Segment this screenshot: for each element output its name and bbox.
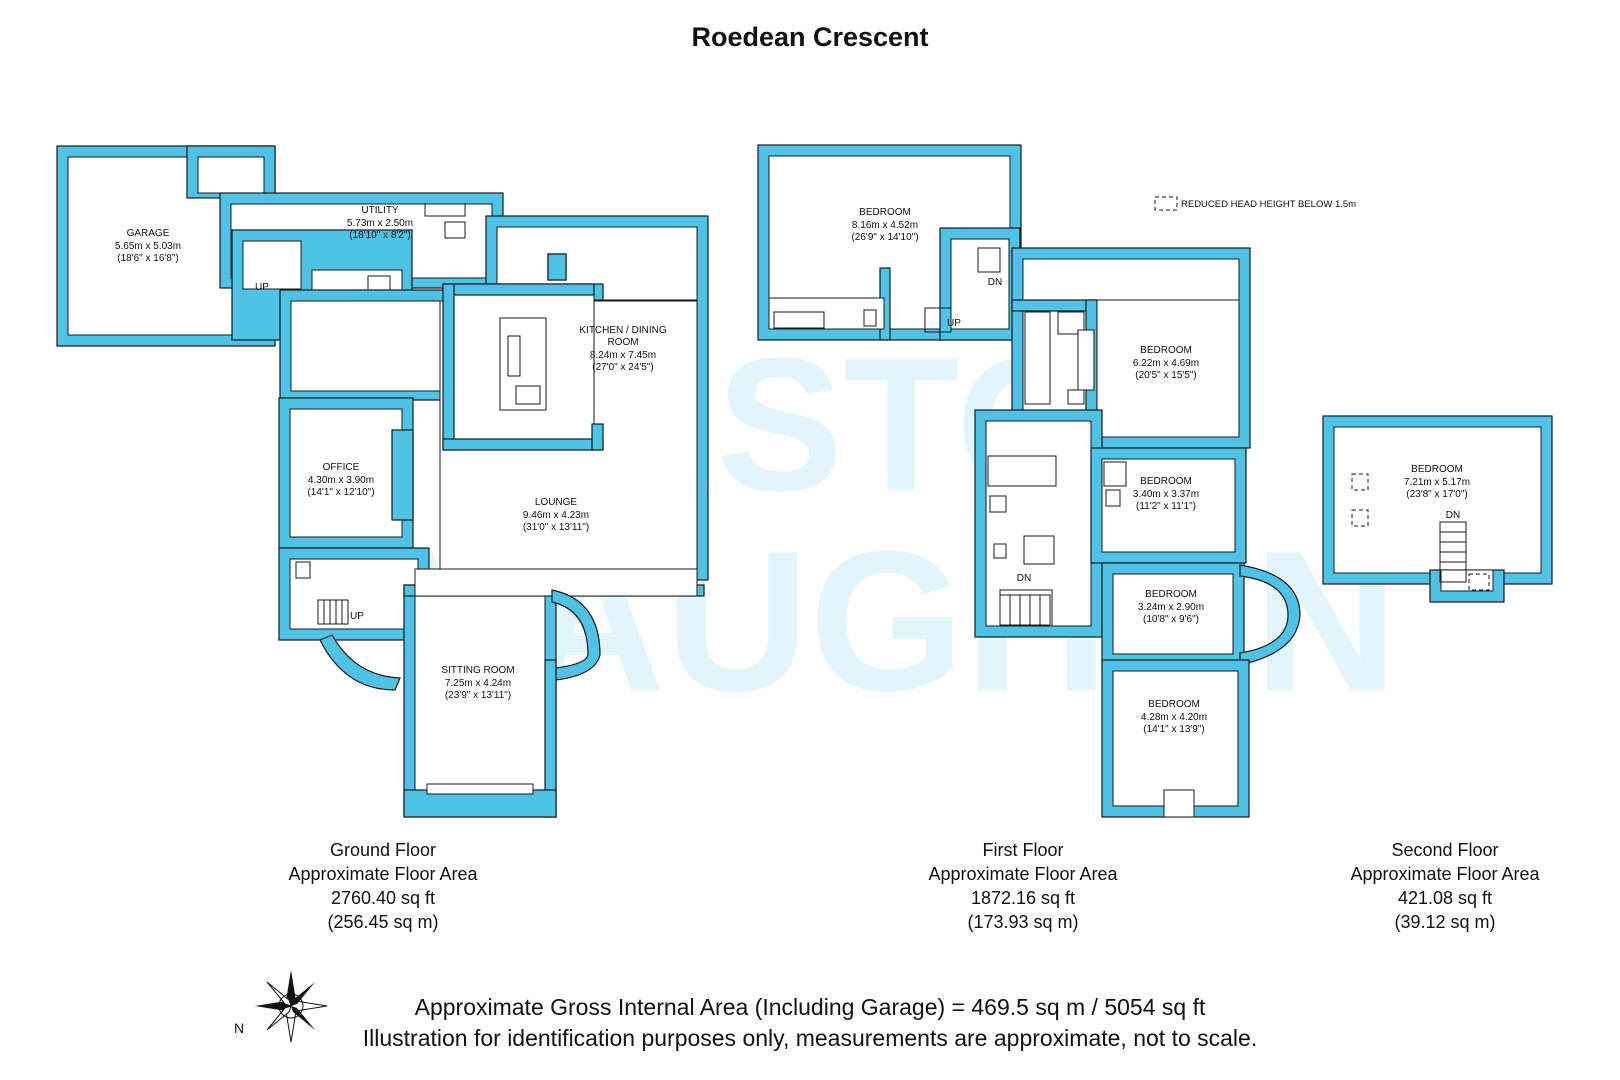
office-room — [289, 408, 403, 538]
ff-bed5-name: BEDROOM — [1148, 699, 1200, 710]
ff-bedroom4-room — [1112, 573, 1234, 655]
stair-up-label: UP — [255, 282, 269, 293]
sitting-imperial: (23'9" x 13'11") — [445, 690, 511, 701]
kitchen-name: KITCHEN / DINING — [579, 325, 666, 336]
ff-bed5-metric: 4.28m x 4.20m — [1141, 712, 1207, 723]
floor-area-sqft: 1872.16 sq ft — [970, 888, 1076, 908]
legend: REDUCED HEAD HEIGHT BELOW 1.5m — [1154, 196, 1356, 211]
utility-metric: 5.73m x 2.50m — [347, 218, 413, 229]
kitchen-imperial: (27'0" x 24'5") — [592, 362, 654, 373]
garage-name: GARAGE — [127, 228, 170, 239]
floor-area-sqm: (256.45 sq m) — [327, 912, 439, 932]
ground-floor-plan — [56, 145, 709, 818]
floor-area-sqm: (39.12 sq m) — [1394, 912, 1496, 932]
sf-bed-imperial: (23'8" x 17'0") — [1406, 489, 1468, 500]
second-floor-summary: Second Floor Approximate Floor Area 421.… — [1330, 838, 1560, 934]
room-labels: GARAGE 5.65m x 5.03m (18'6" x 16'8") UTI… — [115, 205, 1470, 735]
floor-area-sqft: 2760.40 sq ft — [330, 888, 436, 908]
stair-dn-label: DN — [988, 277, 1002, 288]
office-imperial: (14'1" x 12'10") — [307, 487, 374, 498]
ff-bed1-name: BEDROOM — [859, 207, 911, 218]
sitting-metric: 7.25m x 4.24m — [445, 678, 511, 689]
compass-north-label: N — [234, 1020, 245, 1036]
sitting-room — [414, 595, 546, 807]
sf-bed-metric: 7.21m x 5.17m — [1404, 477, 1470, 488]
stair-dn-label: DN — [1446, 510, 1460, 521]
ff-bed4-metric: 3.24m x 2.90m — [1138, 602, 1204, 613]
office-metric: 4.30m x 3.90m — [308, 475, 374, 486]
utility-imperial: (18'10" x 8'2") — [349, 230, 411, 241]
floor-name: First Floor — [982, 840, 1064, 860]
legend-text: REDUCED HEAD HEIGHT BELOW 1.5m — [1181, 199, 1356, 210]
floor-area-sqft: 421.08 sq ft — [1397, 888, 1493, 908]
reduced-height-swatch — [1154, 196, 1178, 211]
lounge-metric: 9.46m x 4.23m — [523, 510, 589, 521]
lounge-imperial: (31'0" x 13'11") — [523, 522, 589, 533]
stair-up-label: UP — [350, 611, 364, 622]
ff-bed3-metric: 3.40m x 3.37m — [1133, 489, 1199, 500]
disclaimer-text: Illustration for identification purposes… — [362, 1025, 1258, 1051]
compass-rose-icon — [255, 970, 328, 1043]
ff-bed2-name: BEDROOM — [1140, 345, 1192, 356]
office-name: OFFICE — [323, 462, 360, 473]
garage-metric: 5.65m x 5.03m — [115, 241, 181, 252]
floor-area-label: Approximate Floor Area — [1350, 864, 1540, 884]
kitchen-metric: 8.24m x 7.45m — [590, 350, 656, 361]
kitchen-name2: ROOM — [607, 337, 638, 348]
garage-imperial: (18'6" x 16'8") — [117, 253, 179, 264]
ff-bed3-imperial: (11'2" x 11'1") — [1136, 501, 1196, 512]
floor-area-label: Approximate Floor Area — [928, 864, 1118, 884]
ff-bed2-imperial: (20'5" x 15'5") — [1135, 370, 1197, 381]
plan-title: Roedean Crescent — [691, 22, 929, 52]
sf-bedroom-room — [1333, 426, 1542, 574]
stair-up-label: UP — [947, 318, 961, 329]
footer: Approximate Gross Internal Area (Includi… — [250, 992, 1370, 1054]
ff-bed2-metric: 6.22m x 4.69m — [1133, 358, 1199, 369]
floor-name: Ground Floor — [329, 840, 437, 860]
sf-bed-name: BEDROOM — [1411, 464, 1463, 475]
floor-name: Second Floor — [1391, 840, 1499, 860]
floor-area-sqm: (173.93 sq m) — [967, 912, 1079, 932]
gross-area-text: Approximate Gross Internal Area (Includi… — [414, 994, 1206, 1020]
ff-bed4-imperial: (10'8" x 9'6") — [1143, 614, 1199, 625]
second-floor-plan — [1322, 415, 1553, 603]
first-floor-summary: First Floor Approximate Floor Area 1872.… — [908, 838, 1138, 934]
ff-bedroom5-room — [1112, 670, 1239, 807]
utility-name: UTILITY — [361, 205, 399, 216]
ground-floor-summary: Ground Floor Approximate Floor Area 2760… — [268, 838, 498, 934]
stair-dn-label: DN — [1017, 573, 1031, 584]
sitting-name: SITTING ROOM — [441, 665, 514, 676]
ff-bed1-imperial: (26'9" x 14'10") — [851, 232, 918, 243]
first-floor-plan — [757, 144, 1301, 818]
floor-area-label: Approximate Floor Area — [288, 864, 478, 884]
ff-bed1-metric: 8.16m x 4.52m — [852, 220, 918, 231]
lounge-name: LOUNGE — [535, 497, 578, 508]
ff-bed5-imperial: (14'1" x 13'9") — [1143, 724, 1205, 735]
ff-bed4-name: BEDROOM — [1145, 589, 1197, 600]
ff-bed3-name: BEDROOM — [1140, 476, 1192, 487]
